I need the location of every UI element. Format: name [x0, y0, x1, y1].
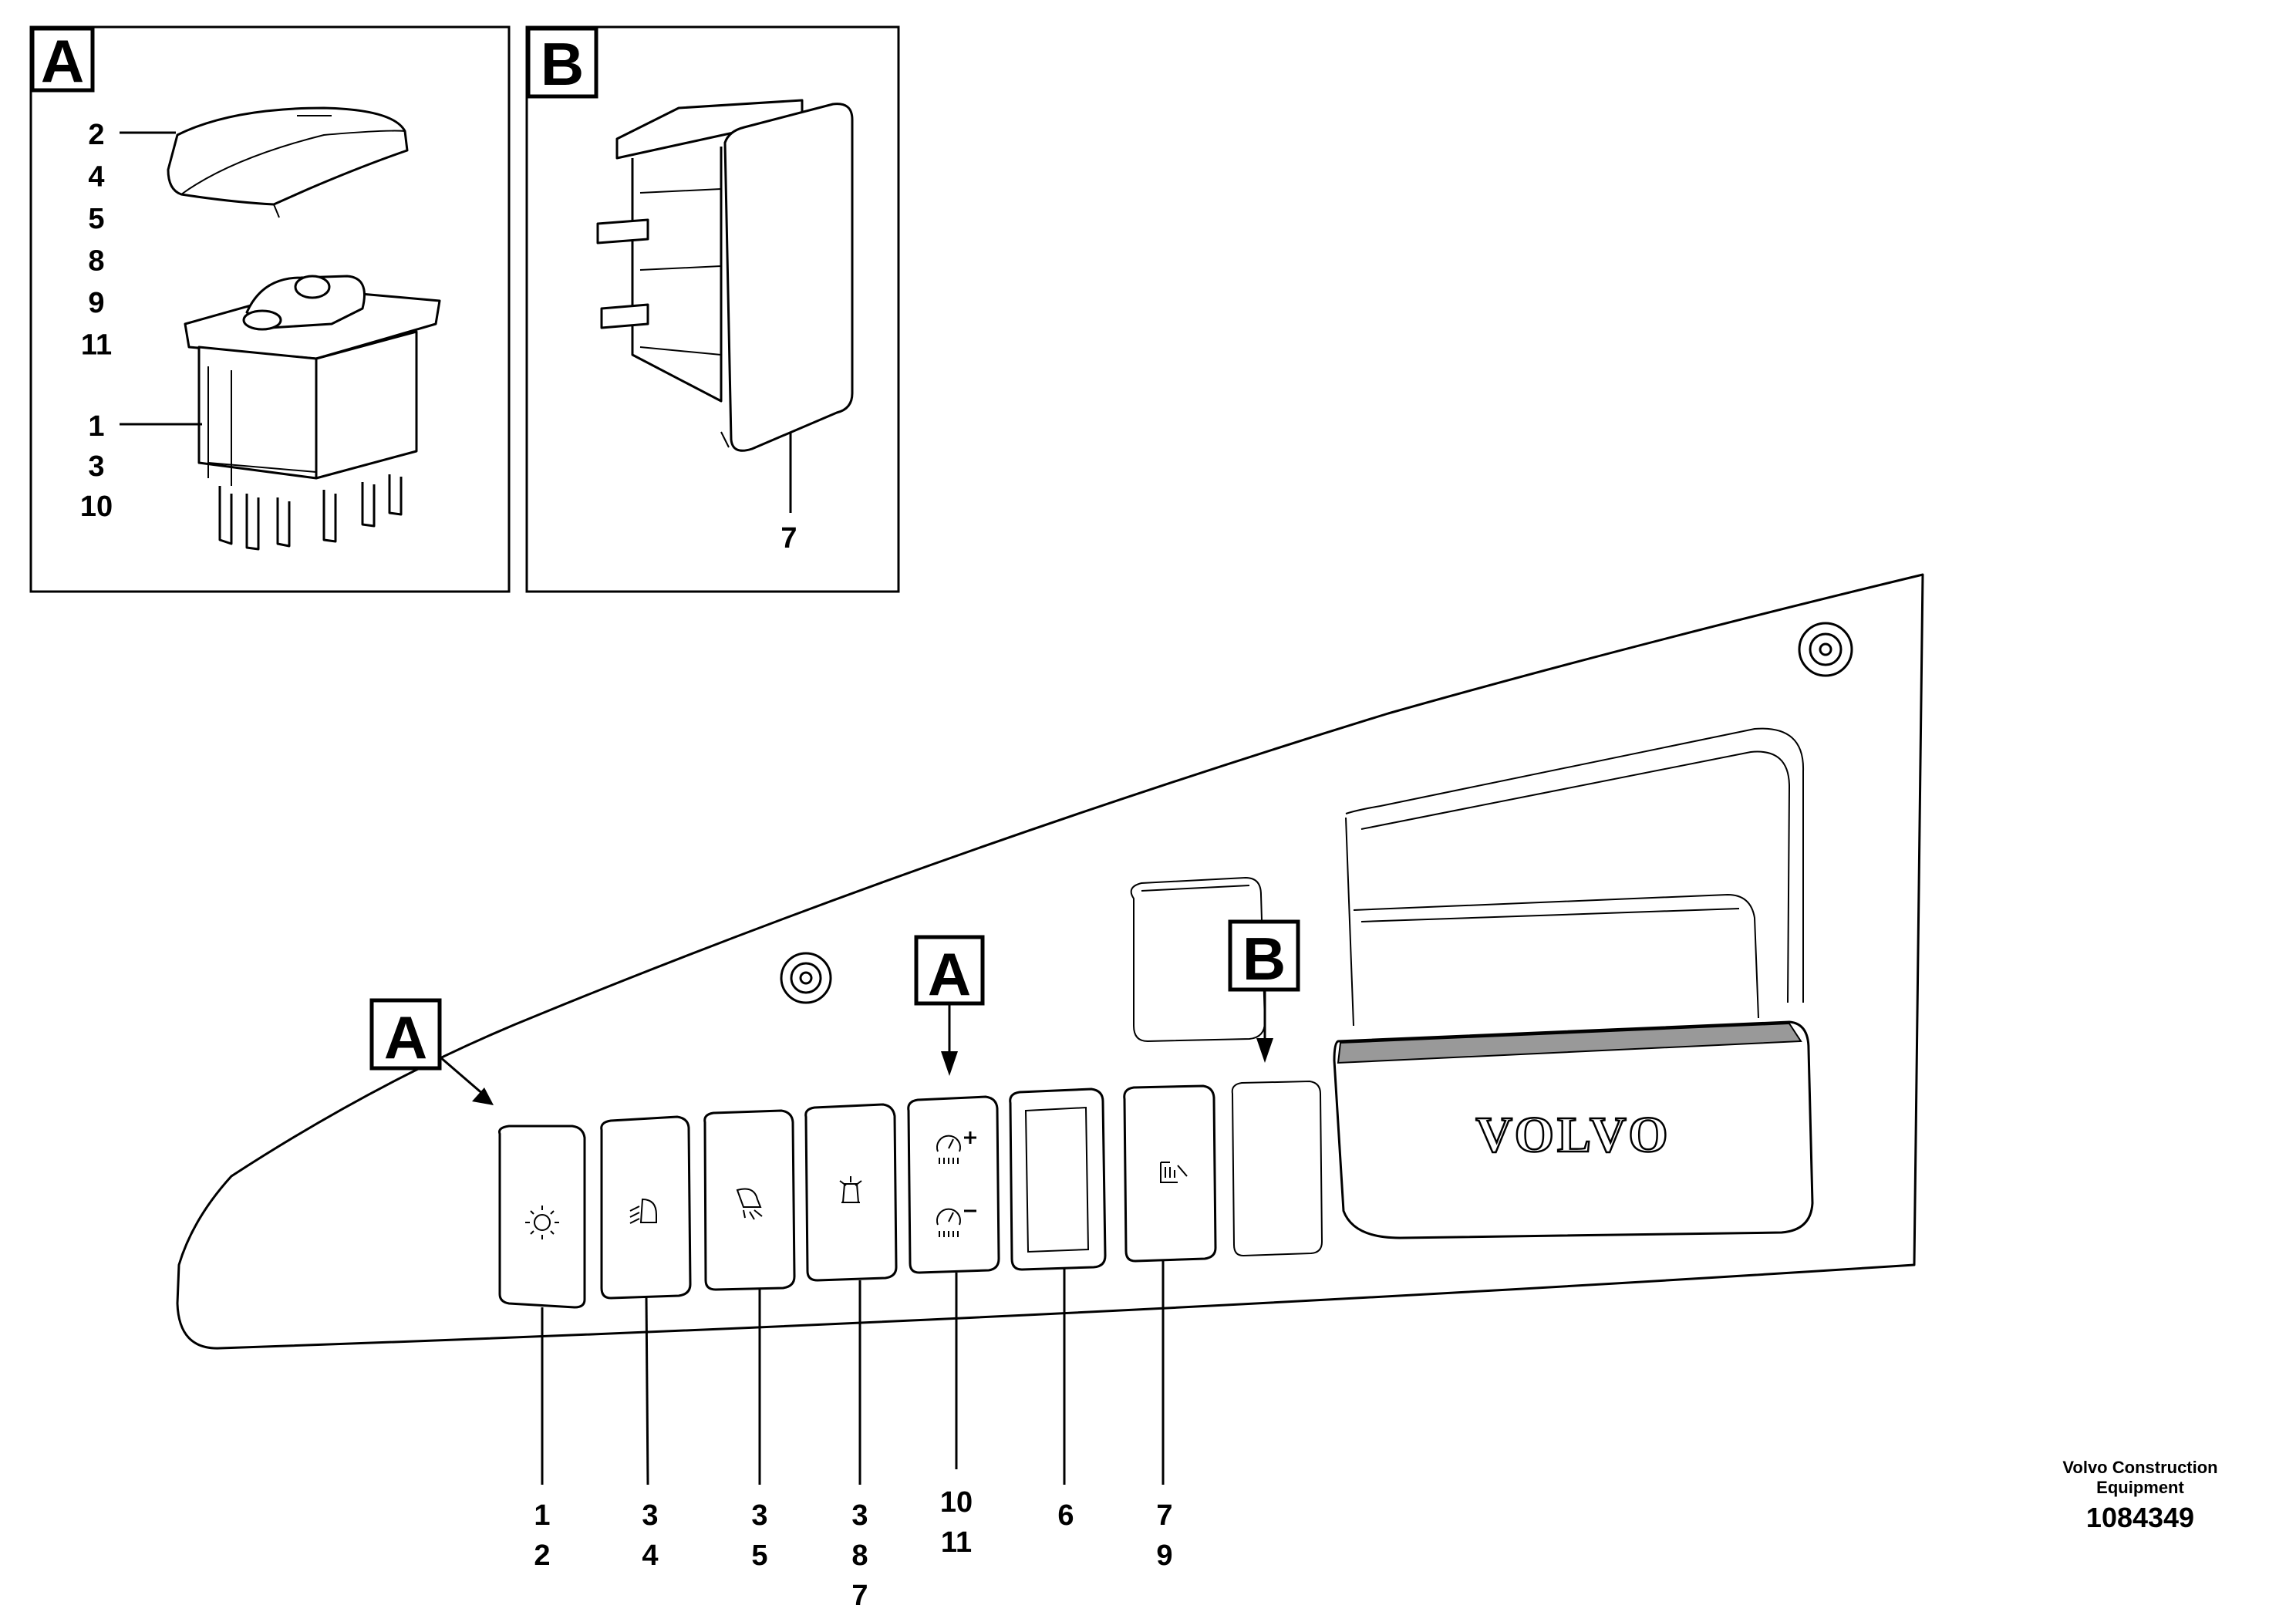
detail-b-label: 7	[781, 522, 797, 555]
callout-label: 11	[941, 1526, 972, 1559]
svg-text:A: A	[384, 1003, 427, 1071]
panel-callout-labels: 1 2 3 4 3 5 3 8 7 10 11 6 7 9	[534, 1486, 1172, 1612]
callout-label: 6	[1057, 1499, 1074, 1532]
panel-light-icon	[525, 1206, 559, 1239]
detail-a-bottom-label: 3	[88, 450, 104, 483]
rocker-switch-body	[184, 275, 441, 551]
screw-middle	[780, 952, 832, 1004]
detail-a-badge: A	[41, 27, 84, 95]
instrument-panel: VOLVO	[176, 573, 1924, 1612]
callout-label: 9	[1156, 1539, 1172, 1572]
detail-a-bottom-label: 1	[88, 410, 104, 443]
callout-label: 3	[751, 1499, 767, 1532]
beacon-icon	[839, 1176, 862, 1203]
switch-7[interactable]	[1123, 1084, 1217, 1263]
callout-label: 3	[851, 1499, 868, 1532]
switch-2[interactable]	[600, 1115, 692, 1300]
callout-label: 5	[751, 1539, 767, 1572]
speed-increase-icon	[936, 1131, 976, 1164]
detail-a-top-labels: 2 4 5 8 9 11	[81, 119, 112, 362]
blank-plug	[596, 99, 854, 452]
detail-a-top-label: 9	[88, 287, 104, 319]
detail-b-badge: B	[541, 30, 584, 98]
detail-b-badge-box	[526, 26, 598, 99]
screw-top-right	[1798, 622, 1853, 677]
detail-a-top-label: 11	[81, 329, 112, 362]
detail-a-bottom-labels: 1 3 10	[80, 410, 113, 523]
callout-label: 10	[940, 1486, 973, 1519]
detail-a-badge-box	[30, 26, 95, 93]
detail-a-top-label: 2	[88, 119, 104, 151]
detail-a-frame	[29, 25, 511, 593]
callout-label: 1	[534, 1499, 550, 1532]
company-line2: Equipment	[2096, 1478, 2184, 1497]
svg-text:B: B	[1242, 925, 1286, 993]
switch-4[interactable]	[804, 1103, 898, 1282]
callout-label: 4	[642, 1539, 658, 1572]
detail-a-bottom-label: 10	[80, 491, 113, 523]
detail-a-top-label: 8	[88, 245, 104, 278]
callout-label: 3	[642, 1499, 658, 1532]
speed-decrease-icon	[936, 1208, 976, 1237]
work-light-front-icon	[629, 1198, 657, 1224]
switch-6-blank[interactable]	[1009, 1088, 1107, 1271]
work-light-rear-icon	[736, 1188, 763, 1220]
panel-badge-b: B	[1228, 919, 1300, 1063]
switch-3[interactable]	[703, 1109, 796, 1291]
panel-badge-a-left: A	[369, 998, 494, 1105]
callout-label: 8	[851, 1539, 868, 1572]
switch-1[interactable]	[498, 1125, 586, 1309]
company-line1: Volvo Construction	[2062, 1458, 2217, 1477]
detail-b-inset: B 7	[525, 25, 900, 593]
switch-row	[498, 1080, 1323, 1309]
seat-heater-icon	[1160, 1162, 1188, 1183]
detail-a-top-label: 5	[88, 203, 104, 235]
switch-8-blank[interactable]	[1231, 1080, 1323, 1257]
detail-b-frame	[525, 25, 900, 593]
detail-a-top-label: 4	[88, 161, 104, 194]
panel-badge-a-mid: A	[914, 935, 985, 1076]
footer: Volvo Construction Equipment 1084349	[2062, 1458, 2217, 1533]
callout-label: 7	[851, 1580, 868, 1612]
callout-label: 7	[1156, 1499, 1172, 1532]
volvo-logo: VOLVO	[1475, 1107, 1671, 1163]
doc-number: 1084349	[2086, 1502, 2194, 1533]
switch-5[interactable]	[907, 1095, 1000, 1274]
panel-leaders	[541, 1261, 1165, 1485]
rocker-cap	[167, 106, 409, 218]
callout-label: 2	[534, 1539, 550, 1572]
svg-text:A: A	[928, 940, 971, 1008]
storage-pocket: VOLVO	[1333, 727, 1814, 1239]
